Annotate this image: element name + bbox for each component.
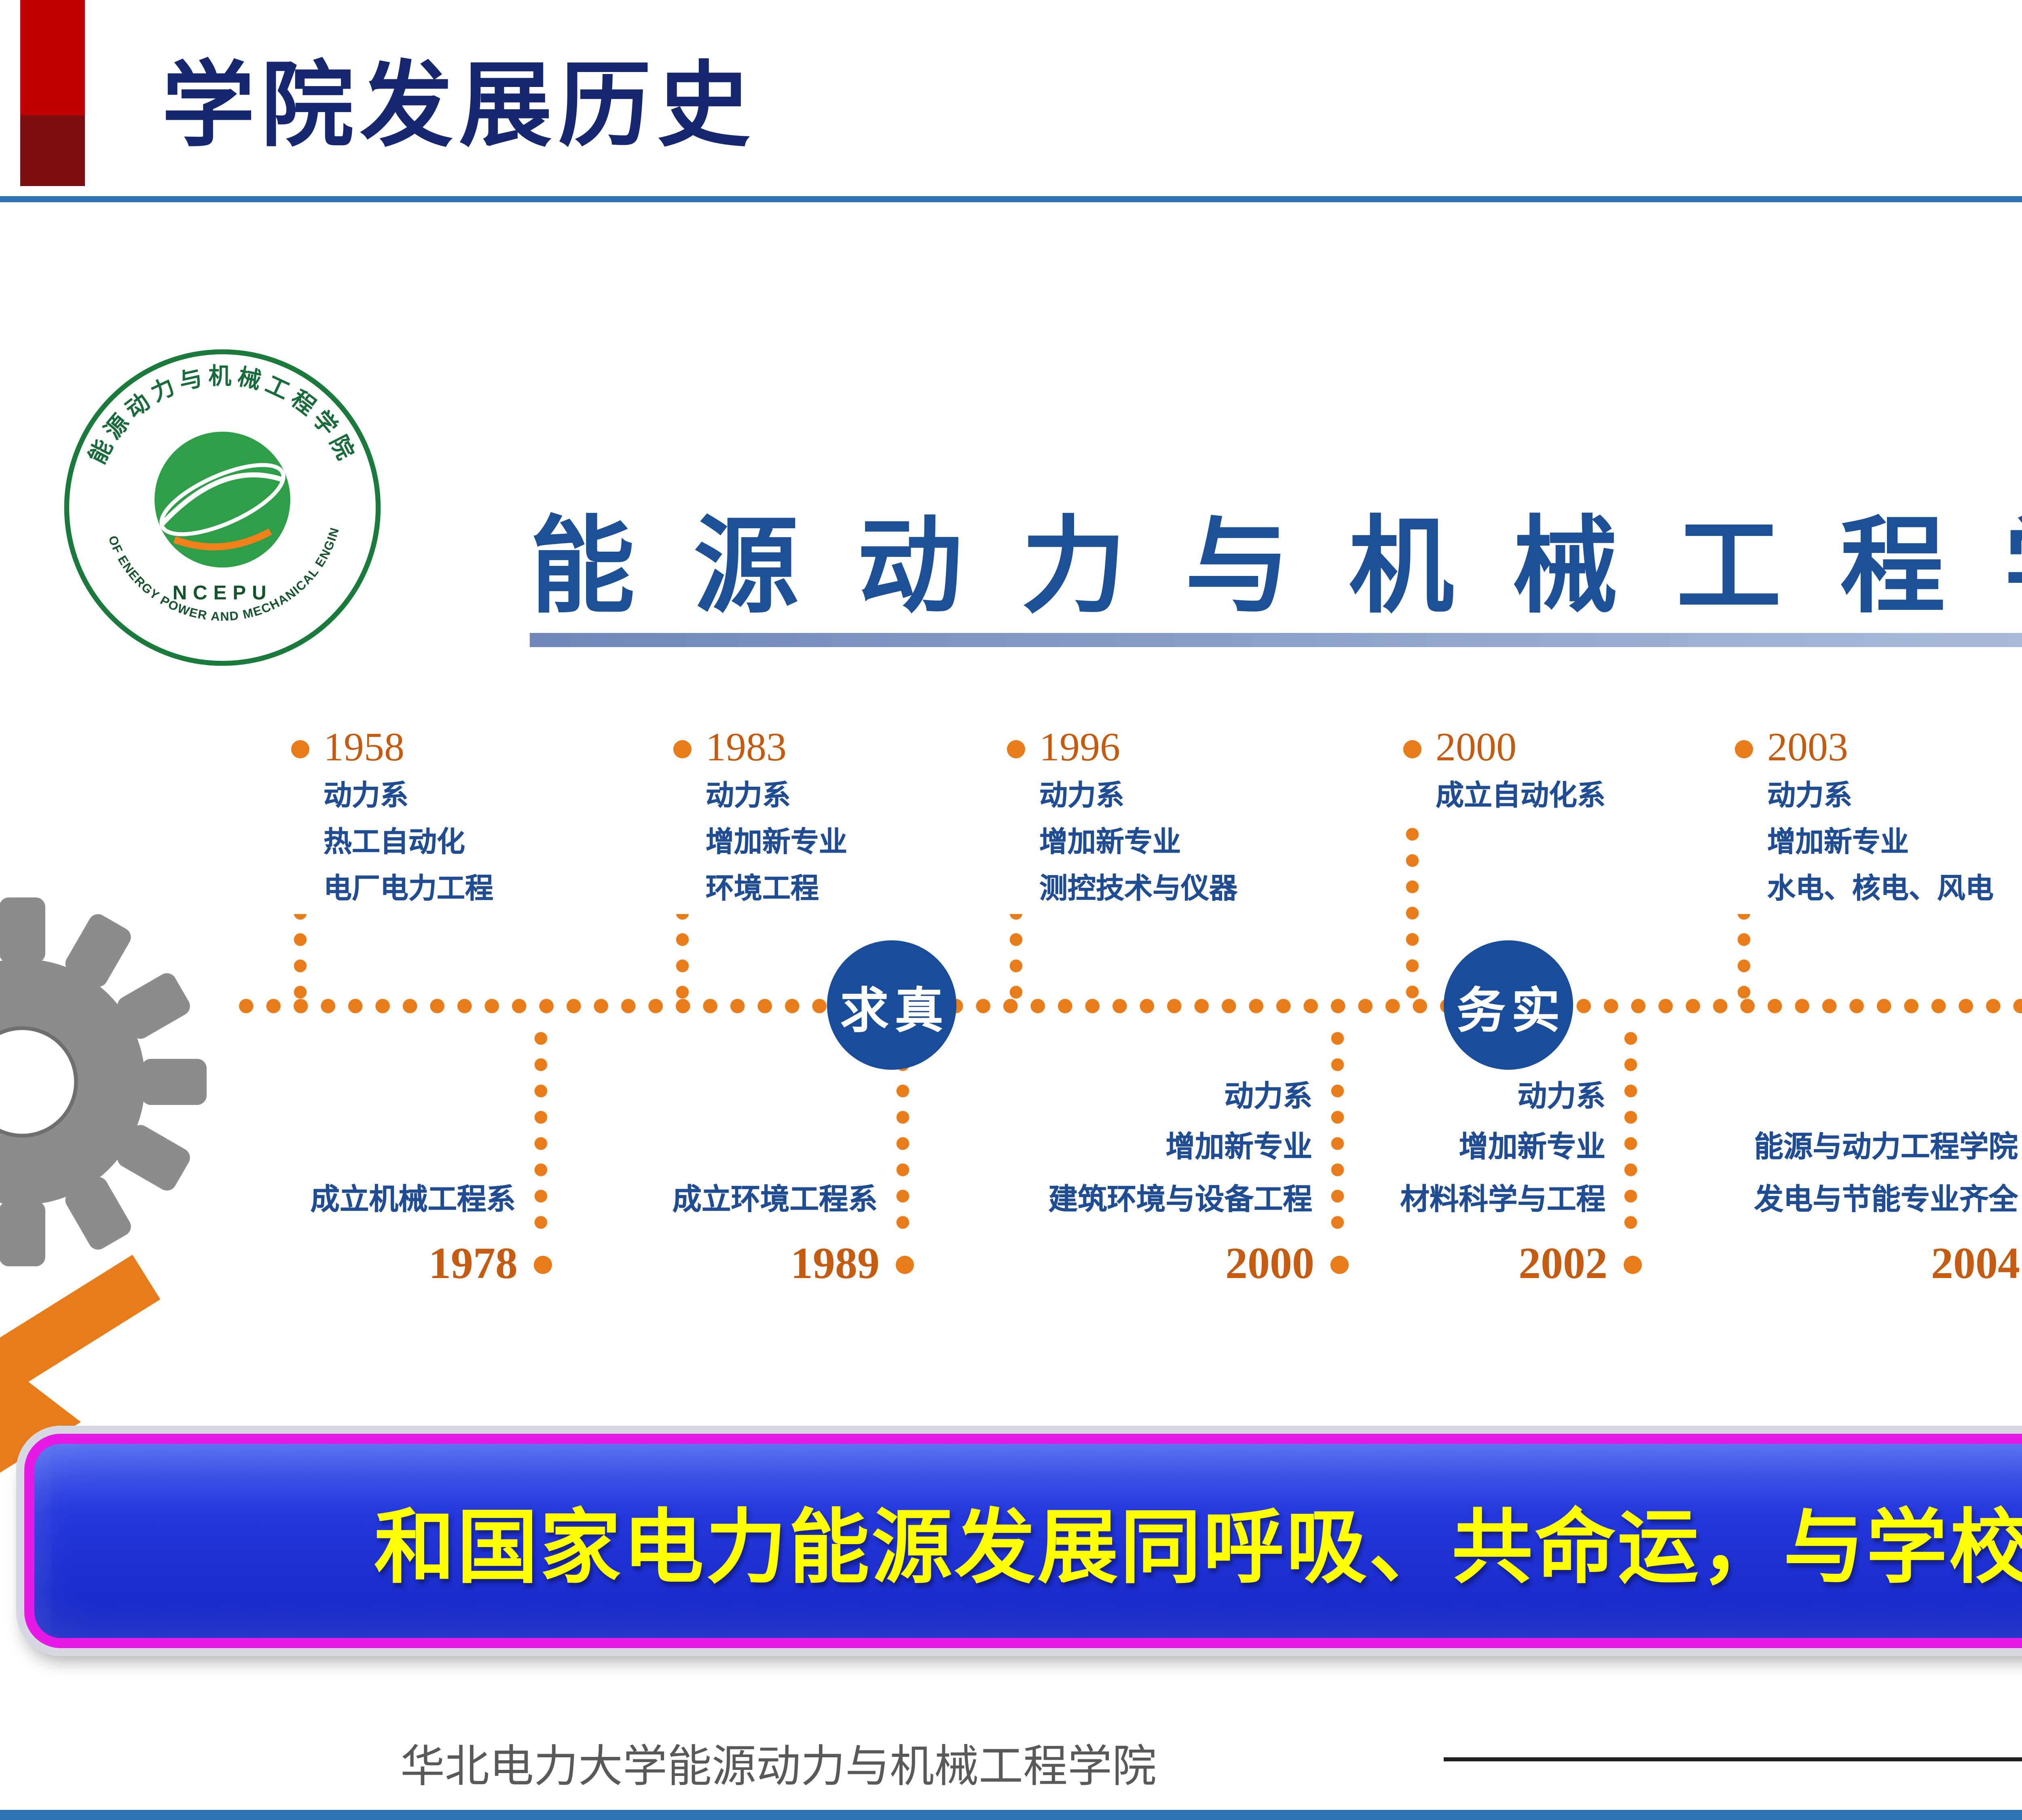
dotted-connector	[532, 1025, 550, 1240]
timeline-dot	[534, 1255, 552, 1273]
milestone-year: 1996	[1039, 725, 1120, 770]
gear-decoration-icon	[0, 897, 207, 1266]
milestone-items: 动力系增加新专业材料科学与工程	[1400, 1073, 1606, 1230]
timeline-badge: 求真	[827, 940, 956, 1070]
milestone-bottom: 成立机械工程系 1978	[311, 1177, 552, 1290]
milestone-items: 成立自动化系	[1436, 775, 1605, 821]
milestone-top: 1996 动力系增加新专业测控技术与仪器	[1007, 724, 1237, 1005]
timeline-dot	[1403, 739, 1421, 758]
timeline-badge: 务实	[1444, 940, 1573, 1070]
milestone-item: 动力系	[706, 781, 791, 813]
milestone-item: 动力系	[1517, 1081, 1606, 1114]
milestone-year: 2003	[1767, 725, 1848, 770]
milestone-year: 1983	[706, 725, 787, 770]
milestone-item: 动力系	[324, 781, 408, 813]
milestone-item: 增加新专业	[706, 827, 847, 859]
milestone-bottom: 能源与动力工程学院发电与节能专业齐全 2004	[1754, 1125, 2022, 1290]
milestone-year: 2002	[1519, 1238, 1607, 1288]
milestone-year: 1958	[324, 725, 404, 770]
dotted-connector	[1403, 821, 1421, 1005]
dotted-connector	[1328, 1025, 1347, 1240]
timeline-dot	[896, 1255, 914, 1273]
timeline-dot	[1624, 1255, 1642, 1273]
dotted-connector	[1735, 914, 1753, 1005]
heading-underline	[530, 633, 2022, 647]
milestone-bottom: 成立环境工程系 1989	[673, 1177, 914, 1290]
milestone-item: 测控技术与仪器	[1039, 873, 1237, 906]
footer-divider	[1444, 1757, 2022, 1761]
milestone-items: 成立机械工程系	[311, 1177, 516, 1230]
milestone-item: 建筑环境与设备工程	[1048, 1185, 1313, 1218]
dotted-connector	[1007, 914, 1025, 1005]
milestone-bottom: 动力系增加新专业建筑环境与设备工程 2000	[1049, 1073, 1349, 1290]
milestone-items: 动力系热工自动化电厂电力工程	[324, 775, 493, 914]
milestone-item: 环境工程	[706, 873, 819, 906]
milestone-item: 能源与动力工程学院	[1754, 1133, 2018, 1166]
milestone-item: 增加新专业	[1767, 827, 1909, 859]
milestone-year-row: 1978	[311, 1238, 552, 1290]
slogan-text: 和国家电力能源发展同呼吸、共命运，与学校走过一甲子的风雨历程	[374, 1505, 2022, 1594]
milestone-top: 1958 动力系热工自动化电厂电力工程	[291, 724, 493, 1005]
milestone-year: 2004	[1931, 1238, 2020, 1288]
timeline-dot	[673, 739, 692, 758]
milestone-item: 增加新专业	[1165, 1133, 1313, 1166]
milestone-item: 增加新专业	[1459, 1133, 1606, 1166]
milestone-item: 水电、核电、风电	[1767, 873, 1994, 906]
bottom-border	[0, 1810, 2022, 1820]
slogan-banner: 和国家电力能源发展同呼吸、共命运，与学校走过一甲子的风雨历程	[24, 1434, 2022, 1648]
milestone-items: 动力系增加新专业环境工程	[706, 775, 847, 914]
milestone-year-row: 1983	[673, 724, 787, 772]
milestone-item: 增加新专业	[1039, 827, 1181, 859]
school-emblem: 能源动力与机械工程学院 NCEPU SCHOOL OF ENERGY POWER…	[63, 348, 381, 666]
milestone-items: 动力系增加新专业测控技术与仪器	[1039, 775, 1237, 914]
milestone-item: 热工自动化	[324, 827, 465, 859]
milestone-item: 发电与节能专业齐全	[1754, 1185, 2018, 1218]
milestone-item: 动力系	[1039, 781, 1124, 813]
milestone-item: 成立环境工程系	[672, 1185, 878, 1218]
milestone-year-row: 2002	[1400, 1238, 1642, 1290]
milestone-item: 电厂电力工程	[324, 873, 493, 906]
milestone-item: 成立自动化系	[1436, 781, 1605, 813]
dotted-connector	[1622, 1025, 1640, 1240]
timeline-dot	[1007, 739, 1025, 758]
page-title: 学院发展历史	[162, 53, 756, 158]
milestone-year: 2000	[1436, 725, 1516, 770]
milestone-year-row: 2000	[1403, 724, 1516, 772]
emblem-abbr: NCEPU	[173, 582, 273, 604]
milestone-top: 2003 动力系增加新专业水电、核电、风电	[1735, 724, 1994, 1005]
timeline-dot	[1330, 1255, 1349, 1273]
milestone-items: 动力系增加新专业水电、核电、风电	[1767, 775, 1994, 914]
milestone-year-row: 2000	[1049, 1238, 1349, 1290]
milestone-items: 成立环境工程系	[673, 1177, 878, 1230]
dotted-connector	[291, 914, 309, 1005]
milestone-item: 动力系	[1767, 781, 1852, 813]
milestone-year-row: 1989	[673, 1238, 914, 1290]
milestone-items: 动力系增加新专业建筑环境与设备工程	[1049, 1073, 1313, 1230]
heading-title: 能源动力与机械工程学院	[530, 506, 2022, 629]
dotted-connector	[673, 914, 692, 1005]
milestone-year: 1989	[791, 1238, 880, 1288]
milestone-item: 材料科学与工程	[1400, 1185, 1606, 1218]
milestone-year: 1978	[429, 1238, 518, 1288]
milestone-item: 动力系	[1224, 1081, 1313, 1114]
footer-school-name: 华北电力大学能源动力与机械工程学院	[400, 1741, 1157, 1792]
timeline-dot	[1735, 739, 1753, 758]
milestone-bottom: 动力系增加新专业材料科学与工程 2002	[1400, 1073, 1642, 1290]
milestone-year-row: 1996	[1007, 724, 1120, 772]
milestone-top: 1983 动力系增加新专业环境工程	[673, 724, 847, 1005]
milestone-year-row: 2003	[1735, 724, 1848, 772]
timeline-dot	[291, 739, 309, 758]
header-divider	[0, 196, 2022, 202]
milestone-top: 2000 成立自动化系	[1403, 724, 1605, 1005]
timeline-axis	[233, 997, 2022, 1015]
milestone-year: 2000	[1225, 1238, 1314, 1288]
milestone-item: 成立机械工程系	[310, 1185, 516, 1218]
header-accent-bar	[20, 0, 85, 186]
section-heading: 能源动力与机械工程学院 —— 发展历程	[530, 481, 2022, 633]
milestone-year-row: 1958	[291, 724, 404, 772]
milestone-items: 能源与动力工程学院发电与节能专业齐全	[1754, 1125, 2018, 1230]
milestone-year-row: 2004	[1754, 1238, 2022, 1290]
